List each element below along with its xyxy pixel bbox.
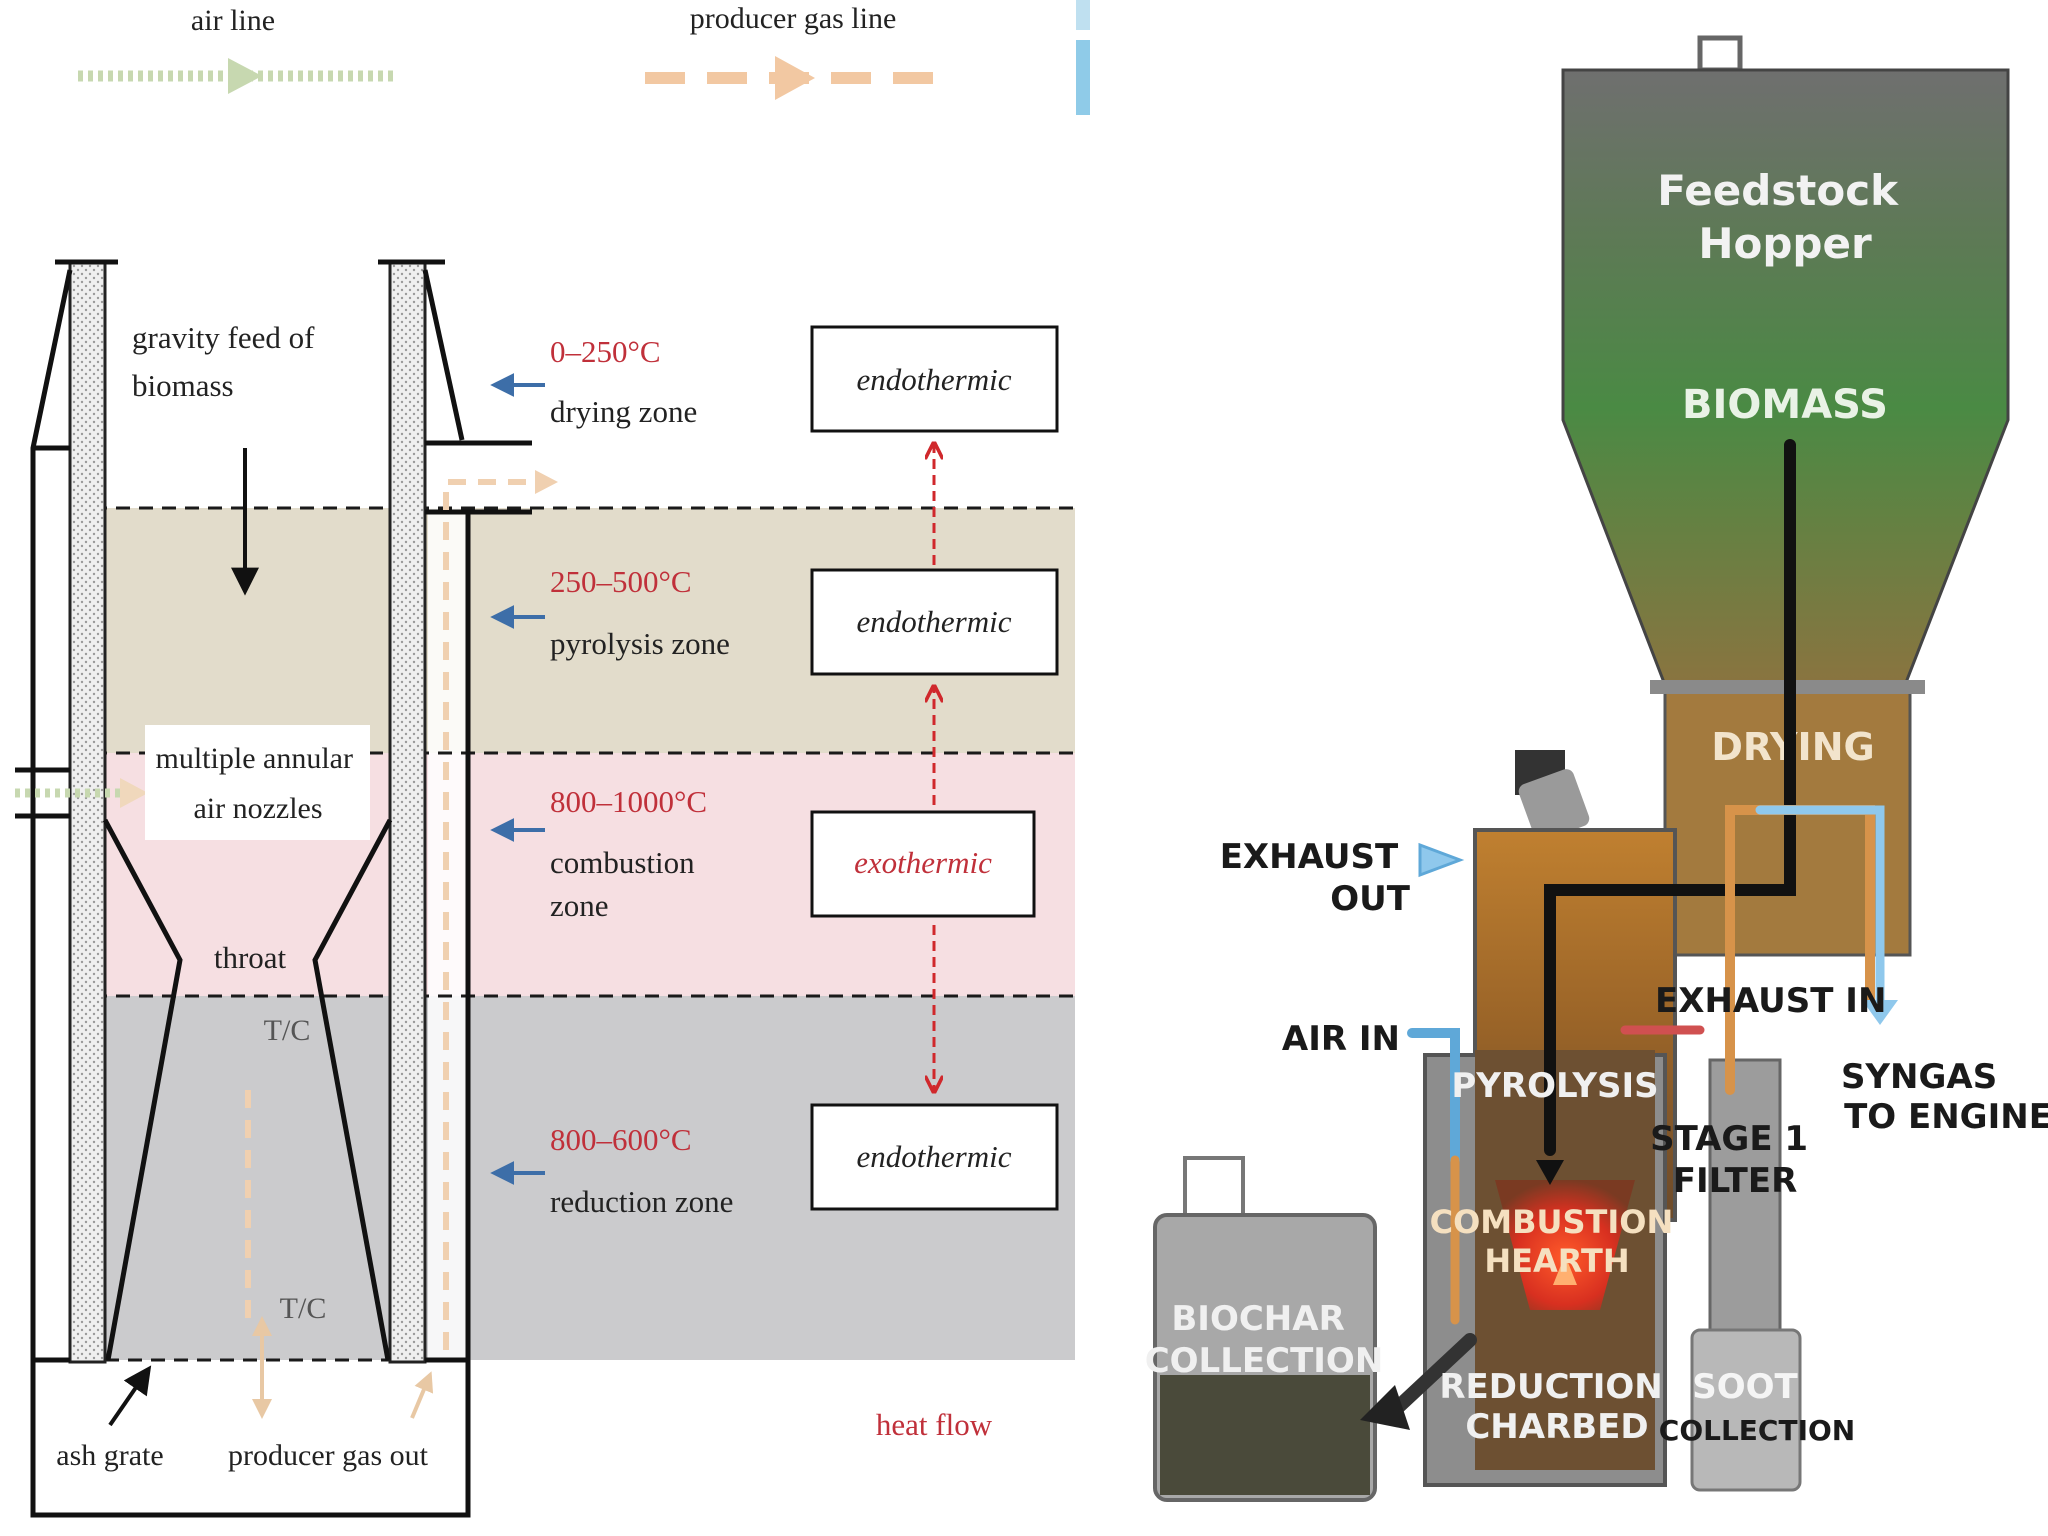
heat-flow-label: heat flow xyxy=(876,1407,993,1442)
right-diagram: Feedstock Hopper BIOMASS DRYING xyxy=(1145,35,2048,1502)
hopper-label: Feedstock Hopper xyxy=(1657,166,1912,268)
exhaust-in-label: EXHAUST IN xyxy=(1655,981,1886,1021)
soot-label: SOOT xyxy=(1692,1367,1798,1407)
zone-reduction-name: reduction zone xyxy=(550,1184,733,1219)
tc-lower-label: T/C xyxy=(280,1292,327,1325)
producer-gas-path xyxy=(245,479,540,1350)
svg-text:exothermic: exothermic xyxy=(854,845,992,880)
air-nozzles-box xyxy=(145,725,370,840)
heat-box-combustion: exothermic xyxy=(810,810,1036,918)
syngas-label: SYNGAS TO ENGINE xyxy=(1841,1057,2048,1137)
pyrolysis-label: PYROLYSIS xyxy=(1451,1066,1658,1106)
outer-casing xyxy=(30,269,532,1518)
air-nozzles-label: multiple annular air nozzles xyxy=(156,742,361,825)
shaft-top-interior xyxy=(105,260,390,508)
stage1-filter-label: STAGE 1 FILTER xyxy=(1650,1119,1820,1201)
throat-walls xyxy=(102,818,393,1361)
zone-combustion-temp: 800–1000°C xyxy=(550,784,707,819)
legend-producer-gas-swatch xyxy=(645,56,955,100)
legend-air-line-label: air line xyxy=(191,4,275,37)
gravity-feed-label: gravity feed of biomass xyxy=(132,320,322,403)
left-diagram: air line producer gas line xyxy=(15,0,1090,1518)
edge-mark-top xyxy=(1076,0,1090,30)
tc-upper-label: T/C xyxy=(264,1014,311,1047)
inner-wall-right xyxy=(388,260,427,1364)
biochar-collection-label: BIOCHAR COLLECTION xyxy=(1145,1299,1384,1381)
heat-box-pyrolysis: endothermic xyxy=(810,568,1059,676)
soot-collection-label: COLLECTION xyxy=(1659,1414,1855,1447)
stage1-filter xyxy=(1690,1058,1802,1492)
ash-grate-arrow xyxy=(108,1365,152,1427)
heat-box-drying: endothermic xyxy=(810,325,1059,433)
heat-box-reduction: endothermic xyxy=(810,1103,1059,1211)
reduction-charbed-label: REDUCTION CHARBED xyxy=(1439,1367,1674,1447)
legend-air-line-swatch xyxy=(78,58,395,94)
combustion-hearth-label: COMBUSTION HEARTH xyxy=(1430,1203,1685,1280)
throat-label: throat xyxy=(214,940,287,975)
air-in-label: AIR IN xyxy=(1282,1019,1400,1059)
zone-pyrolysis-temp: 250–500°C xyxy=(550,564,692,599)
exhaust-out-label: EXHAUST OUT xyxy=(1220,837,1411,919)
svg-text:endothermic: endothermic xyxy=(857,362,1012,397)
biochar-bin xyxy=(1153,1156,1377,1502)
zone-drying-temp: 0–250°C xyxy=(550,334,661,369)
zone-combustion-name: combustion zone xyxy=(550,845,702,923)
zone-drying: 0–250°C drying zone xyxy=(490,334,697,429)
zone-reduction: 800–600°C reduction zone xyxy=(490,1122,733,1219)
zone-combustion: 800–1000°C combustion zone xyxy=(490,784,707,923)
svg-text:endothermic: endothermic xyxy=(857,1139,1012,1174)
zone-pyrolysis-name: pyrolysis zone xyxy=(550,626,730,661)
process-pipes xyxy=(1388,439,1885,1417)
annular-gap xyxy=(428,508,468,1360)
edge-mark-mid xyxy=(1076,40,1090,115)
biomass-label: BIOMASS xyxy=(1682,382,1888,428)
producer-gas-out-label: producer gas out xyxy=(228,1439,429,1472)
zone-drying-name: drying zone xyxy=(550,394,697,429)
svg-text:endothermic: endothermic xyxy=(857,604,1012,639)
zone-reduction-temp: 800–600°C xyxy=(550,1122,692,1157)
inner-wall-left xyxy=(68,260,107,1364)
ash-grate-label: ash grate xyxy=(56,1439,163,1472)
legend-producer-gas-label: producer gas line xyxy=(690,2,897,35)
zone-pyrolysis: 250–500°C pyrolysis zone xyxy=(490,564,730,661)
